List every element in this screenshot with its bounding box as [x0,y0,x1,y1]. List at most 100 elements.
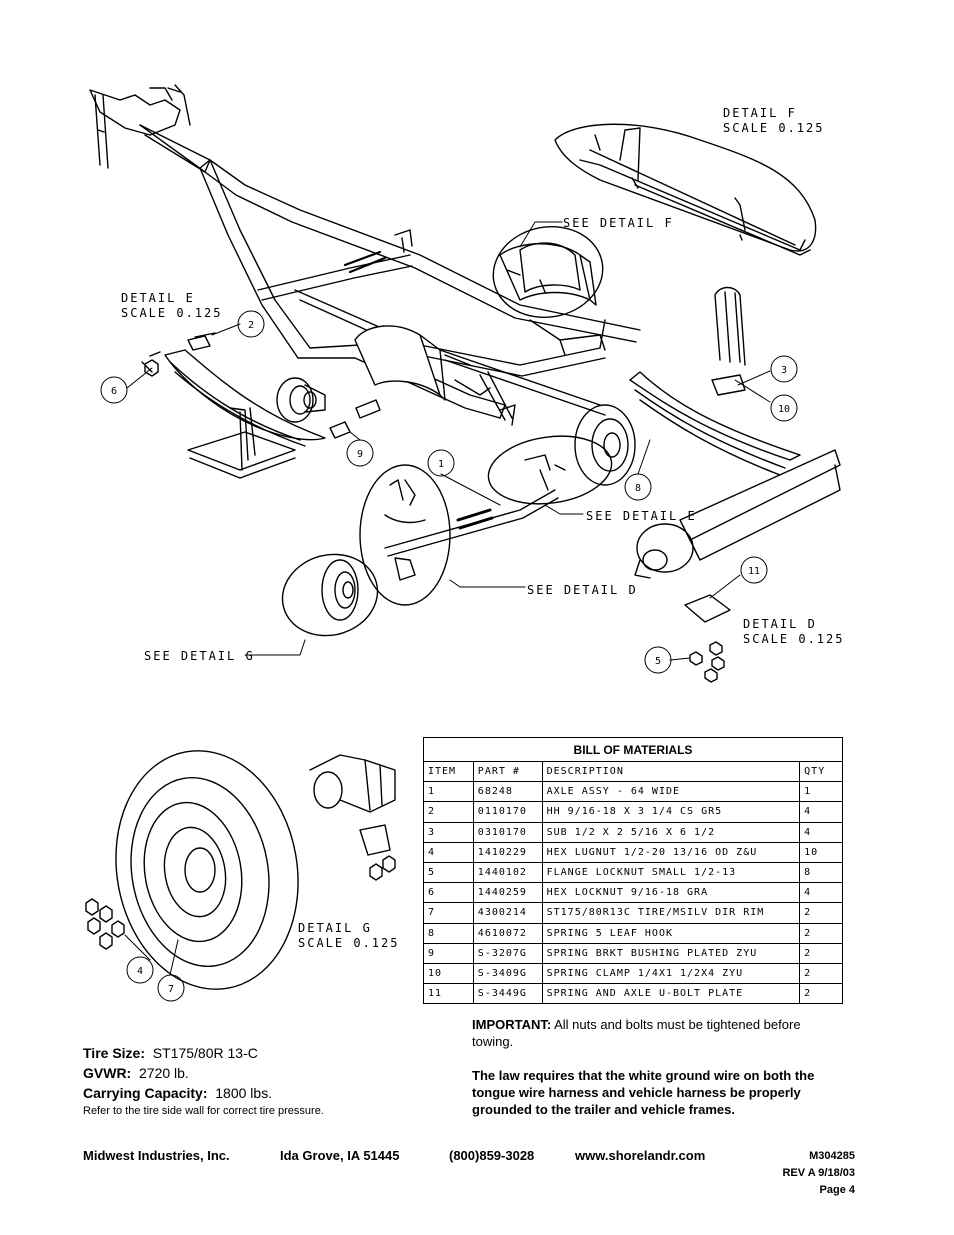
item-bubbles [100,310,798,1002]
tire-size-value: ST175/80R 13-C [152,1045,258,1061]
detail-g-scale: SCALE 0.125 [298,936,399,950]
item-bubble-1: 1 [438,459,444,470]
bom-cell: 4610072 [472,922,543,944]
item-bubble-11: 11 [748,566,760,577]
bom-cell: 1 [799,781,843,803]
detail-g-title: DETAIL G [298,921,372,935]
footer-website: www.shorelandr.com [575,1148,706,1163]
bom-cell: SPRING CLAMP 1/4X1 1/2X4 ZYU [541,962,801,985]
bom-cell: AXLE ASSY - 64 WIDE [541,781,801,803]
item-bubble-5: 5 [655,656,661,667]
bom-cell: 4 [799,821,843,843]
detail-e-scale: SCALE 0.125 [121,306,222,320]
doc-number: M304285 [809,1150,855,1162]
footer-company: Midwest Industries, Inc. [83,1148,230,1163]
bill-of-materials-table: BILL OF MATERIALS ITEM PART # DESCRIPTIO… [423,737,843,1005]
bom-cell: 4 [799,882,843,904]
item-bubble-8: 8 [635,483,641,494]
callout-leaders [124,221,771,976]
item-bubble-9: 9 [357,449,363,460]
bom-cell: SPRING AND AXLE U-BOLT PLATE [541,983,801,1005]
detail-g-tire-hub [85,750,396,990]
doc-revision: REV A 9/18/03 [782,1167,855,1179]
trailer-specs: Tire Size: ST175/80R 13-C GVWR: 2720 lb.… [83,1043,324,1119]
axle-assembly [281,435,613,637]
bom-cell: HEX LUGNUT 1/2-20 13/16 OD Z&U [541,841,801,863]
bom-cell: S-3449G [472,983,543,1005]
item-bubble-2: 2 [248,320,254,331]
bom-cell: ST175/80R13C TIRE/MSILV DIR RIM [541,902,801,924]
important-text: All nuts and bolts must be tightened bef… [472,1017,801,1049]
bom-cell: 8 [423,922,474,944]
bom-cell: 1410229 [472,841,543,863]
bom-cell: FLANGE LOCKNUT SMALL 1/2-13 [541,861,801,884]
detail-d-scale: SCALE 0.125 [743,632,844,646]
bom-header-part: PART # [472,760,543,783]
bom-cell: HH 9/16-18 X 3 1/4 CS GR5 [541,801,801,823]
bom-cell: 2 [799,922,843,944]
bom-cell: 4300214 [472,902,543,924]
bom-header-description: DESCRIPTION [541,760,801,783]
bom-cell: S-3409G [472,962,543,985]
bom-cell: 1440102 [472,861,543,884]
bom-cell: 10 [423,962,474,985]
capacity-value: 1800 lbs. [215,1085,273,1101]
item-bubble-3: 3 [781,365,787,376]
gvwr-label: GVWR: [83,1065,132,1081]
bom-cell: S-3207G [472,942,543,964]
item-bubble-6: 6 [111,386,117,397]
bom-header-row: ITEM PART # DESCRIPTION QTY [423,760,843,783]
see-detail-g-callout: SEE DETAIL G [144,649,255,663]
page-number: Page 4 [819,1184,855,1196]
footer-phone: (800)859-3028 [449,1148,535,1163]
bom-cell: 9 [423,942,474,964]
see-detail-f-callout: SEE DETAIL F [563,216,674,230]
see-detail-d-callout: SEE DETAIL D [527,583,638,597]
item-bubble-4: 4 [137,966,143,977]
bom-cell: SUB 1/2 X 2 5/16 X 6 1/2 [541,821,801,843]
bom-cell: 2 [799,942,843,964]
bom-title: BILL OF MATERIALS [423,737,843,762]
bom-cell: 6 [423,882,474,904]
bom-cell: 11 [423,983,474,1005]
bom-header-qty: QTY [799,760,843,783]
gvwr-value: 2720 lb. [139,1065,189,1081]
document-reference: M304285 REV A 9/18/03 Page 4 [700,1148,855,1199]
bom-cell: 3 [423,821,474,843]
detail-f-window [492,225,604,319]
bom-cell: 2 [423,801,474,823]
important-label: IMPORTANT: [472,1017,552,1032]
bom-cell: 68248 [472,781,543,803]
bom-header-item: ITEM [423,760,474,783]
item-bubble-7: 7 [168,984,174,995]
item-bubble-10: 10 [778,404,790,415]
detail-f-title: DETAIL F [723,106,797,120]
detail-f-scale: SCALE 0.125 [723,121,824,135]
bom-cell: 4 [799,801,843,823]
tire-size-label: Tire Size: [83,1045,145,1061]
bom-cell: 5 [423,861,474,884]
bom-cell: 2 [799,902,843,924]
detail-e-title: DETAIL E [121,291,195,305]
tire-pressure-note: Refer to the tire side wall for correct … [83,1105,324,1117]
bom-cell: 0310170 [472,821,543,843]
bom-cell: SPRING 5 LEAF HOOK [541,922,801,944]
capacity-label: Carrying Capacity: [83,1085,208,1101]
detail-f-fender [554,123,817,256]
see-detail-e-callout: SEE DETAIL E [586,509,697,523]
ground-wire-legal-note: The law requires that the white ground w… [472,1068,815,1117]
detail-e-spring-assembly [141,332,381,479]
bom-cell: 2 [799,983,843,1005]
bom-cell: 1 [423,781,474,803]
bom-cell: 7 [423,902,474,924]
right-wheel-axle [574,286,841,683]
